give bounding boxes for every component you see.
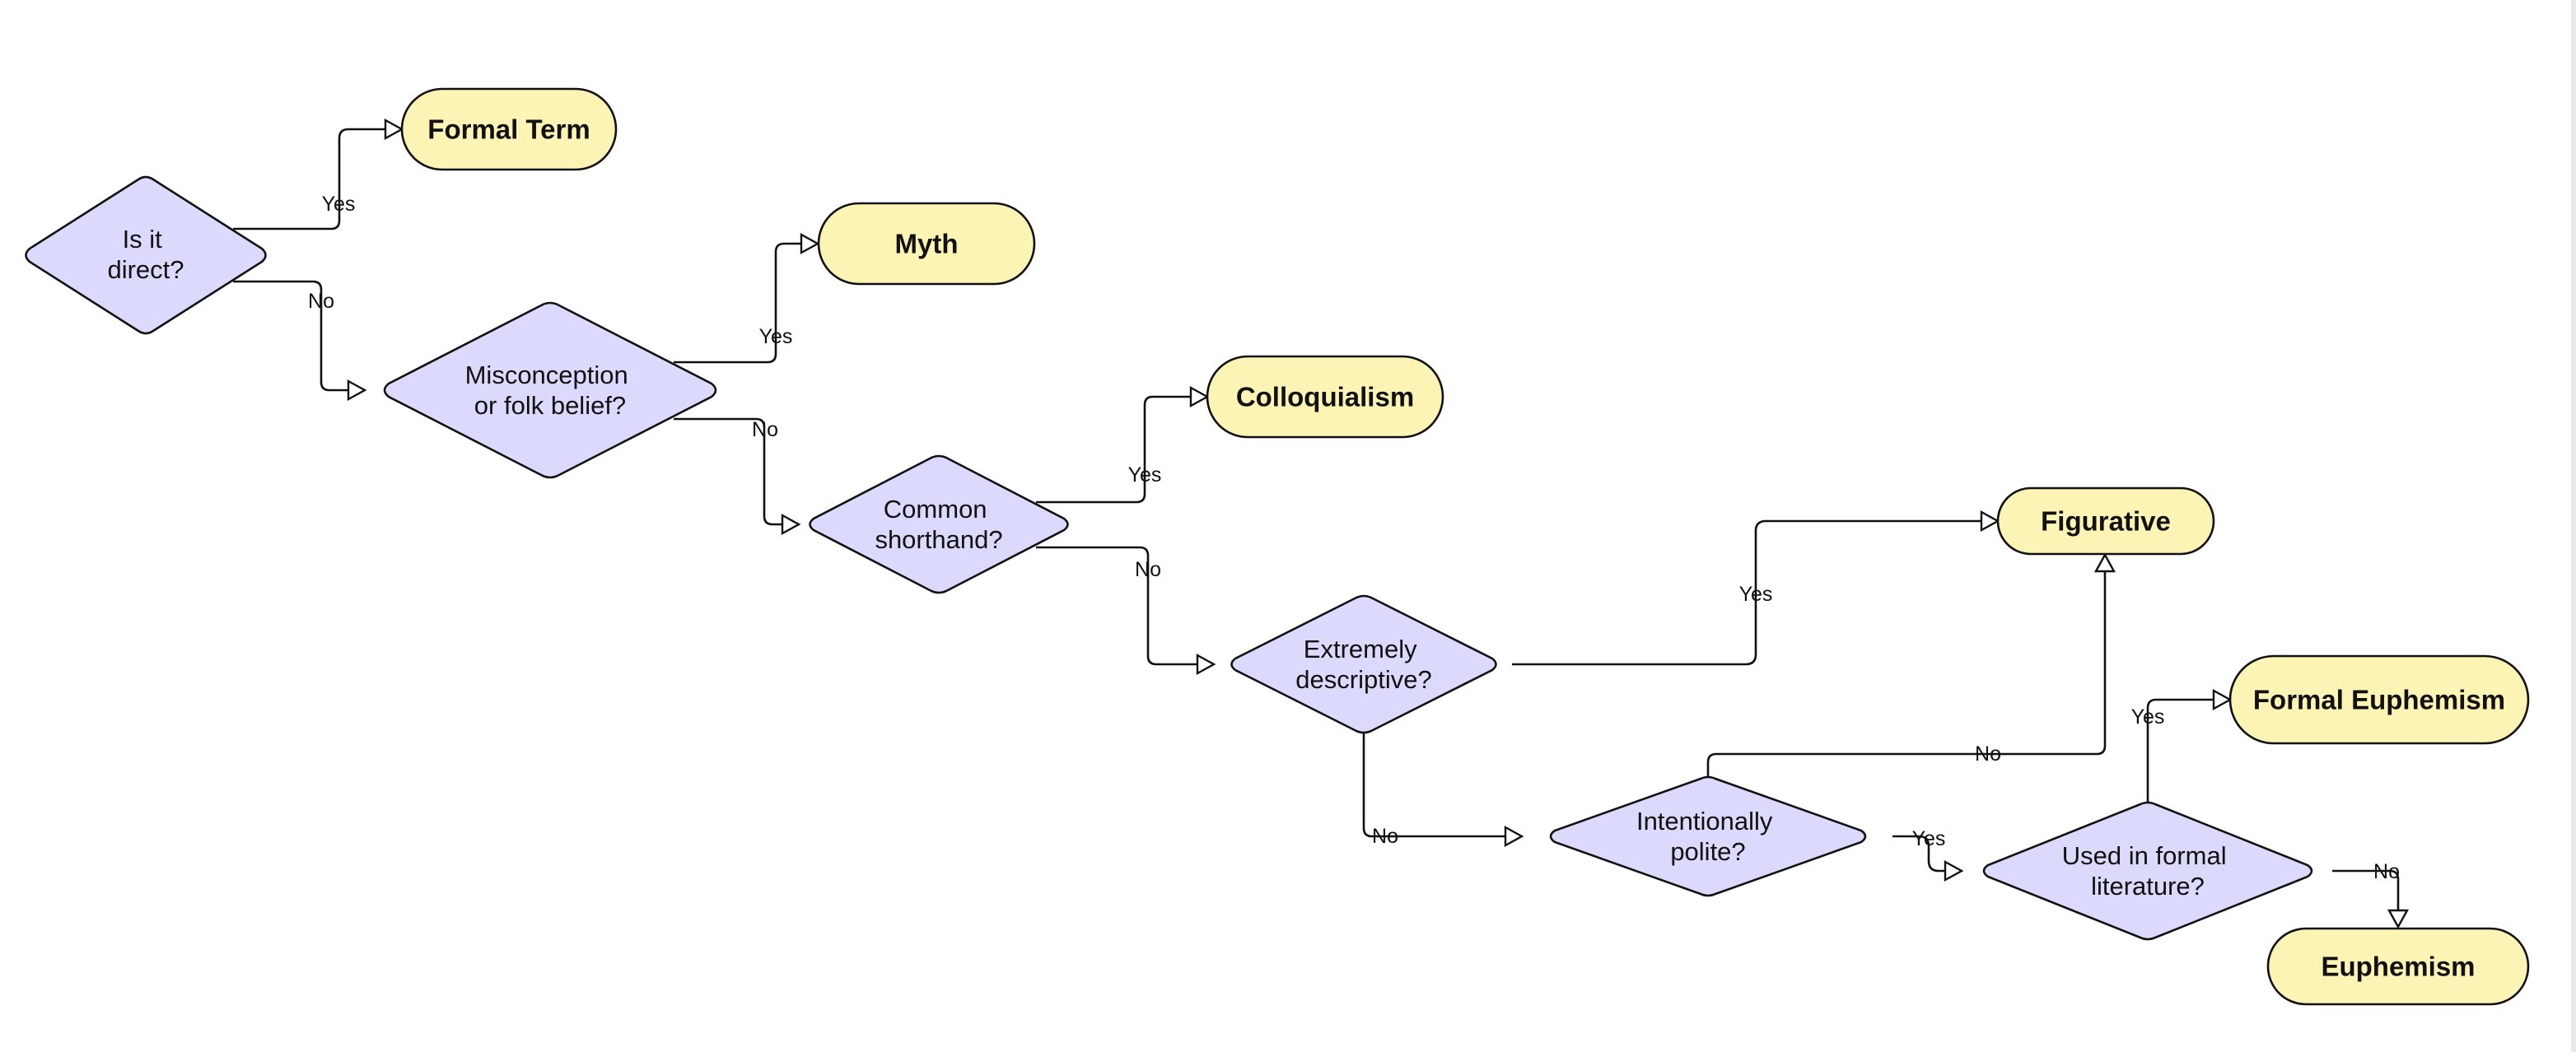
edge-label-shorthand-yes: Yes	[1128, 463, 1162, 486]
decision-descriptive[interactable]: Extremely descriptive?	[1230, 594, 1497, 734]
arrowhead-icon	[1980, 510, 2000, 533]
edge-literature-no	[2332, 869, 2400, 910]
terminal-shape	[2228, 654, 2530, 745]
terminal-euphemism[interactable]: Euphemism	[2266, 927, 2530, 1006]
terminal-shape	[400, 87, 618, 171]
arrowhead-icon	[1196, 653, 1216, 676]
edge-label-misconception-no: No	[752, 418, 778, 441]
terminal-euphemism-text: Euphemism	[2321, 952, 2475, 982]
decision-shape	[1230, 594, 1497, 734]
arrowhead-icon	[347, 379, 367, 402]
decision-shape	[1982, 801, 2313, 941]
decision-literature[interactable]: Used in formal literature?	[1982, 801, 2313, 941]
edge-descriptive-no	[1362, 733, 1505, 838]
decision-polite[interactable]: Intentionally polite?	[1549, 775, 1867, 897]
edge-shorthand-yes	[1036, 395, 1191, 504]
arrowhead-icon	[781, 513, 801, 536]
edge-misconception-no	[674, 417, 782, 526]
terminal-formal-term[interactable]: Formal Term	[400, 87, 618, 171]
terminal-colloquialism[interactable]: Colloquialism	[1206, 355, 1444, 439]
edge-shorthand-no	[1036, 546, 1197, 666]
terminal-shape	[817, 202, 1036, 286]
terminal-figurative-text: Figurative	[2041, 506, 2171, 537]
edge-polite-no	[1706, 571, 2107, 778]
decision-shape	[809, 454, 1069, 594]
edge-label-literature-yes: Yes	[2131, 705, 2165, 728]
terminal-figurative[interactable]: Figurative	[1996, 486, 2215, 556]
decision-polite-text: Intentionally polite?	[1636, 807, 1780, 866]
decision-shape	[25, 175, 267, 335]
edges	[233, 118, 2410, 929]
arrowhead-icon	[800, 232, 820, 255]
edge-polite-yes	[1892, 835, 1945, 873]
arrowhead-icon	[1944, 859, 1964, 882]
arrowhead-icon	[2387, 909, 2410, 929]
edge-direct-yes	[233, 128, 385, 230]
arrowhead-icon	[2093, 552, 2116, 573]
scrollbar-edge	[2571, 0, 2576, 1052]
edge-label-shorthand-no: No	[1135, 558, 1161, 581]
decision-shape	[1549, 775, 1867, 897]
terminal-myth-text: Myth	[895, 229, 959, 259]
edge-label-polite-no: No	[1975, 742, 2001, 766]
arrowhead-icon	[1504, 825, 1524, 848]
edge-label-direct-yes: Yes	[322, 193, 356, 216]
arrowhead-icon	[384, 118, 404, 141]
edge-label-direct-no: No	[308, 290, 334, 313]
decision-descriptive-text: Extremely descriptive?	[1295, 635, 1431, 694]
terminal-shape	[2266, 927, 2530, 1006]
decision-nodes: Is it direct? Misconception or folk beli…	[25, 175, 2313, 941]
edge-direct-no	[233, 280, 348, 392]
edge-literature-yes	[2146, 698, 2214, 803]
decision-misconception-text: Misconception or folk belief?	[465, 361, 636, 420]
decision-shorthand[interactable]: Common shorthand?	[809, 454, 1069, 594]
decision-misconception[interactable]: Misconception or folk belief?	[383, 301, 717, 479]
terminal-shape	[1206, 355, 1444, 439]
edge-label-misconception-yes: Yes	[759, 325, 793, 348]
terminal-formal-euphemism-text: Formal Euphemism	[2253, 685, 2505, 715]
decision-shorthand-text: Common shorthand?	[875, 495, 1002, 554]
decision-literature-text: Used in formal literature?	[2062, 841, 2233, 901]
terminal-formal-term-text: Formal Term	[427, 114, 590, 145]
edge-descriptive-yes	[1512, 519, 1981, 666]
edge-labels: Yes No Yes No Yes No Yes No No Yes Yes N…	[308, 193, 2400, 883]
edge-label-polite-yes: Yes	[1912, 827, 1946, 850]
terminal-myth[interactable]: Myth	[817, 202, 1036, 286]
edge-label-descriptive-yes: Yes	[1739, 583, 1773, 606]
decision-direct[interactable]: Is it direct?	[25, 175, 267, 335]
decision-shape	[383, 301, 717, 479]
terminal-nodes: Formal Term Myth Colloquialism Figurativ…	[400, 87, 2530, 1006]
terminal-colloquialism-text: Colloquialism	[1236, 382, 1414, 412]
edge-misconception-yes	[674, 242, 801, 364]
terminal-shape	[1996, 486, 2215, 556]
terminal-formal-euphemism[interactable]: Formal Euphemism	[2228, 654, 2530, 745]
edge-label-descriptive-no: No	[1372, 825, 1398, 848]
edge-label-literature-no: No	[2373, 860, 2400, 883]
arrowhead-icon	[1189, 385, 1210, 408]
arrowhead-icon	[2212, 688, 2233, 711]
decision-direct-text: Is it direct?	[107, 225, 184, 284]
